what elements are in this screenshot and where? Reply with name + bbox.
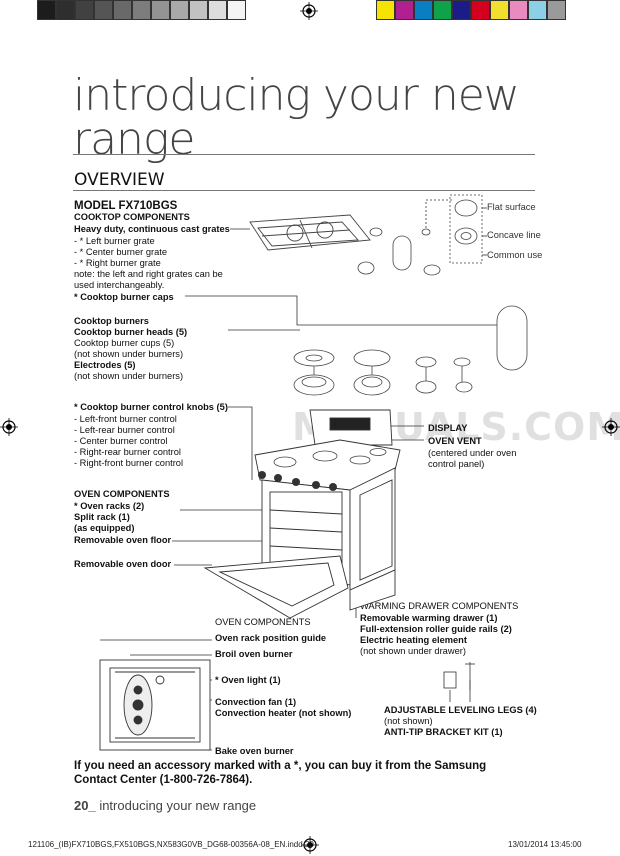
page-label: 20_ introducing your new range xyxy=(74,798,256,813)
knob-item: - Center burner control xyxy=(74,436,168,446)
display-label: DISPLAY xyxy=(428,423,468,433)
model-heading: MODEL FX710BGS xyxy=(74,200,178,212)
knob-item: - Right-rear burner control xyxy=(74,447,181,457)
split-rack-label: Split rack (1) xyxy=(74,512,130,522)
knob-item: - Left-rear burner control xyxy=(74,425,175,435)
roller-rails-label: Full-extension roller guide rails (2) xyxy=(360,624,512,634)
knob-item: - Right-front burner control xyxy=(74,458,184,468)
burner-cups-label: Cooktop burner cups (5) xyxy=(74,338,175,348)
gray-swatch xyxy=(37,0,56,20)
oven-vent-note-1: (centered under oven xyxy=(428,448,517,458)
color-swatch xyxy=(528,0,547,20)
oven-light-label: * Oven light (1) xyxy=(215,675,281,685)
cooktop-top-burners xyxy=(273,448,387,468)
control-knobs xyxy=(258,471,337,491)
registration-mark-icon xyxy=(300,2,318,20)
color-swatch xyxy=(433,0,452,20)
grate-note-1: note: the left and right grates can be xyxy=(74,269,223,279)
color-swatch xyxy=(547,0,566,20)
common-use-label: Common use xyxy=(487,250,543,260)
oven-racks-label: * Oven racks (2) xyxy=(74,501,145,511)
color-swatch xyxy=(376,0,395,20)
registration-mark-icon xyxy=(0,418,18,436)
page-title-line1: introducing your new xyxy=(73,70,520,121)
color-swatch xyxy=(452,0,471,20)
burner-cups-note: (not shown under burners) xyxy=(74,349,184,359)
heating-element-label: Electric heating element xyxy=(360,635,467,645)
burner-caps xyxy=(357,194,483,276)
color-swatch xyxy=(490,0,509,20)
convection-fan-label: Convection fan (1) xyxy=(215,697,297,707)
gray-swatch xyxy=(75,0,94,20)
registration-mark-icon xyxy=(602,418,620,436)
gray-swatch xyxy=(170,0,189,20)
footer-date: 13/01/2014 13:45:00 xyxy=(508,840,582,849)
registration-mark-icon xyxy=(301,836,319,854)
convection-heater-label: Convection heater (not shown) xyxy=(215,708,352,718)
grate-note-2: used interchangeably. xyxy=(74,280,165,290)
oven-floor-label: Removable oven floor xyxy=(74,535,172,545)
accessory-note-line1: If you need an accessory marked with a *… xyxy=(74,760,487,772)
range-body xyxy=(203,409,401,619)
title-underline xyxy=(73,154,535,155)
right-grate-label: - * Right burner grate xyxy=(74,258,161,268)
leveling-legs-note: (not shown) xyxy=(384,716,433,726)
knobs-heading: * Cooktop burner control knobs (5) xyxy=(74,402,228,412)
electrodes-label: Electrodes (5) xyxy=(74,360,136,370)
oven-components-heading-2: OVEN COMPONENTS xyxy=(215,617,311,627)
gray-swatch xyxy=(227,0,246,20)
burners-label: Cooktop burners xyxy=(74,316,149,326)
electrodes-note: (not shown under burners) xyxy=(74,371,184,381)
cooktop-burners xyxy=(293,305,528,396)
oven-heading: OVEN COMPONENTS xyxy=(74,489,170,499)
flat-surface-label: Flat surface xyxy=(487,202,536,212)
center-grate-label: - * Center burner grate xyxy=(74,247,168,257)
oven-vent-note-2: control panel) xyxy=(428,459,485,469)
oven-interior xyxy=(99,659,211,751)
left-grate-label: - * Left burner grate xyxy=(74,236,155,246)
burner-caps-label: * Cooktop burner caps xyxy=(74,292,174,302)
anti-tip-kit-label: ANTI-TIP BRACKET KIT (1) xyxy=(384,727,503,737)
oven-door-label: Removable oven door xyxy=(74,559,172,569)
accessory-note-line2: Contact Center (1-800-726-7864). xyxy=(74,774,253,786)
leveling-legs-icon xyxy=(443,662,475,690)
grates-label: Heavy duty, continuous cast grates xyxy=(74,224,230,234)
gray-swatch xyxy=(208,0,227,20)
split-rack-note: (as equipped) xyxy=(74,523,135,533)
section-underline xyxy=(73,190,535,191)
page-label-text: introducing your new range xyxy=(95,798,257,813)
gray-swatch xyxy=(132,0,151,20)
leader-line xyxy=(185,295,506,326)
color-swatch xyxy=(414,0,433,20)
leveling-legs-label: ADJUSTABLE LEVELING LEGS (4) xyxy=(384,705,537,715)
rack-guide-label: Oven rack position guide xyxy=(215,633,327,643)
page-number: 20_ xyxy=(74,798,96,813)
burner-grates xyxy=(249,214,371,251)
knob-item: - Left-front burner control xyxy=(74,414,177,424)
bake-burner-label: Bake oven burner xyxy=(215,746,294,756)
footer-file: 121106_(IB)FX710BGS,FX510BGS,NX583G0VB_D… xyxy=(28,840,314,849)
gray-swatch xyxy=(189,0,208,20)
section-heading: OVERVIEW xyxy=(74,170,165,190)
concave-line-label: Concave line xyxy=(487,230,541,240)
color-swatch xyxy=(509,0,528,20)
gray-swatch xyxy=(113,0,132,20)
cooktop-heading: COOKTOP COMPONENTS xyxy=(74,212,190,222)
leader-line xyxy=(425,199,452,232)
gray-swatch xyxy=(151,0,170,20)
broil-burner-label: Broil oven burner xyxy=(215,649,293,659)
oven-vent-label: OVEN VENT xyxy=(428,436,482,446)
warming-drawer-label: Removable warming drawer (1) xyxy=(360,613,498,623)
gray-swatch xyxy=(56,0,75,20)
color-swatch xyxy=(471,0,490,20)
heating-element-note: (not shown under drawer) xyxy=(360,646,466,656)
gray-swatch xyxy=(94,0,113,20)
leader-line xyxy=(228,406,253,480)
burner-heads-label: Cooktop burner heads (5) xyxy=(74,327,188,337)
color-swatch xyxy=(395,0,414,20)
warming-heading: WARMING DRAWER COMPONENTS xyxy=(360,601,519,611)
